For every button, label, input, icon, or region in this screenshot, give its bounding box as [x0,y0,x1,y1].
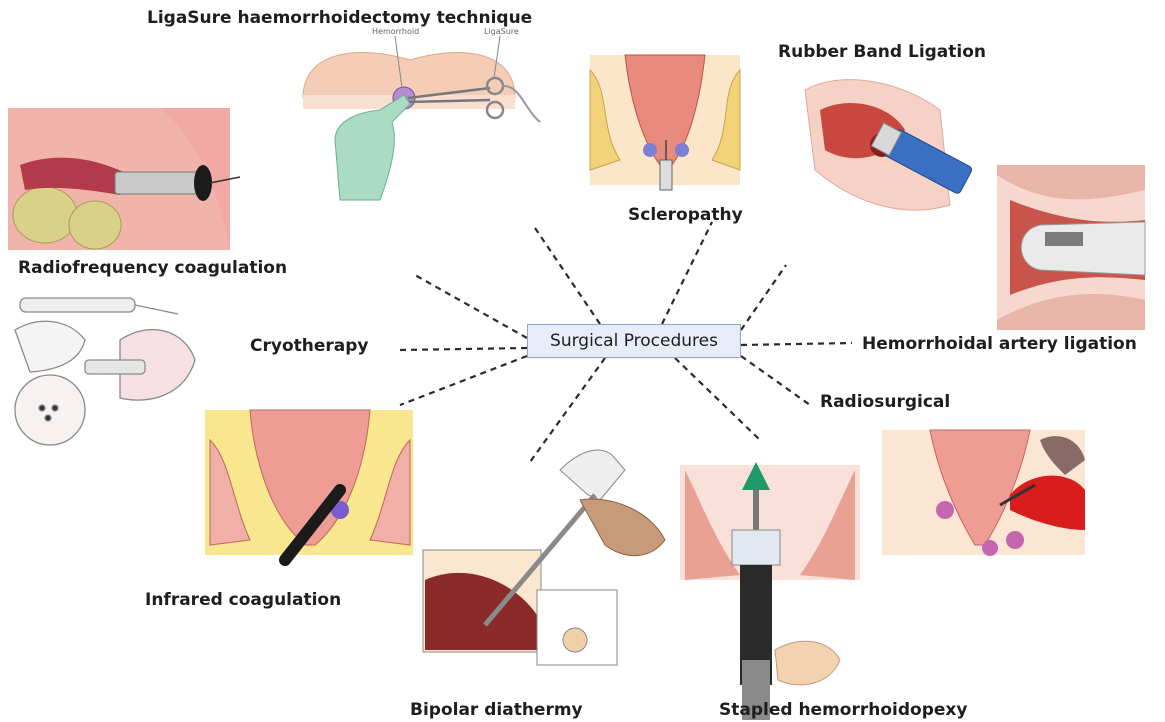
connector-sclero [535,228,600,324]
hal-window [1045,232,1083,246]
label-irc: Infrared coagulation [145,590,341,610]
radio-hem-1 [936,501,954,519]
radiosurgical-illustration [882,430,1085,556]
bipolar-illustration [423,450,665,665]
cryo-inset [15,375,85,445]
cryo-dot-1 [39,405,45,411]
cryo-dot-3 [45,415,51,421]
ligasure-text: LigaSure [484,27,519,36]
cryo-applicator [85,360,145,374]
rfc-illustration [8,108,240,250]
sclero-dot-1 [643,143,657,157]
label-bipolar: Bipolar diathermy [410,700,583,720]
radio-hem-2 [1006,531,1024,549]
label-radio: Radiosurgical [820,392,950,412]
connector-rfc [415,275,527,338]
hal-illustration [997,165,1145,330]
label-liga: LigaSure haemorrhoidectomy technique [147,8,532,28]
stapled-hand [775,641,840,685]
bipolar-hand [580,499,665,556]
ligasure-illustration: Hemorrhoid LigaSure [303,27,540,200]
label-sclero: Scleropathy [628,205,743,225]
connector-sclero-right [662,222,712,324]
rfc-probe [115,172,200,194]
radio-hem-3 [982,540,998,556]
bipolar-handpiece [560,450,625,500]
connector-radio [741,356,810,405]
cryo-illustration [15,298,195,445]
stapled-rod [753,490,759,530]
sclero-syringe [660,160,672,190]
gloved-hand [335,95,410,200]
cryo-hand [15,321,85,372]
cryo-probe [20,298,135,312]
cryo-dot-2 [52,405,58,411]
connector-irc [400,356,527,405]
scleropathy-illustration [590,55,740,190]
rfc-probe-ring [194,165,212,201]
hemorrhoid-text: Hemorrhoid [372,27,419,36]
bipolar-inset-2 [537,590,617,665]
connector-stapled [675,358,760,440]
label-rfc: Radiofrequency coagulation [18,258,287,278]
label-cryo: Cryotherapy [250,336,369,356]
hal-anoscope [1021,222,1145,275]
stapled-illustration [680,462,860,720]
sclero-dot-2 [675,143,689,157]
rbl-illustration [805,80,973,211]
label-hal: Hemorrhoidal artery ligation [862,334,1137,354]
connector-rbl [741,265,786,330]
center-box: Surgical Procedures [527,324,741,358]
rfc-organ-1 [13,187,77,243]
irc-illustration [205,410,413,560]
stapled-head [732,530,780,565]
label-stapled: Stapled hemorrhoidopexy [719,700,967,720]
bipolar-tip-detail [563,628,587,652]
connector-cryo [400,348,527,350]
connector-hal [741,343,852,345]
cryo-tip [135,305,178,314]
rfc-organ-2 [69,201,121,249]
label-rbl: Rubber Band Ligation [778,42,986,62]
connector-bipolar [530,358,605,462]
